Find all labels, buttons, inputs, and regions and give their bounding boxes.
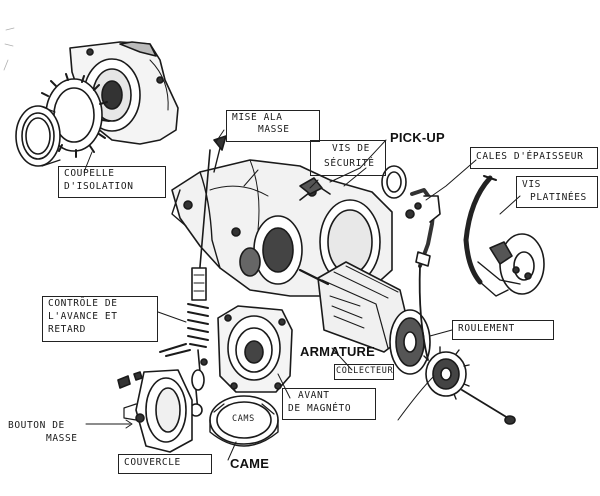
label-mise-a-la-masse-line2: MASSE xyxy=(258,124,290,135)
magneto-body-part xyxy=(171,159,407,297)
label-cales-epaisseur: CALES D'ÉPAISSEUR xyxy=(476,151,584,162)
label-avant-magneto-line1: AVANT xyxy=(298,390,330,401)
label-collecteur: COLLECTEUR xyxy=(336,366,394,376)
label-cams: CAMS xyxy=(232,414,255,424)
label-pick-up: PICK-UP xyxy=(390,130,445,145)
label-came: CAME xyxy=(230,456,270,471)
leader-coupelle xyxy=(83,151,93,173)
cam-ring-part xyxy=(209,395,279,447)
bearing-part xyxy=(423,346,516,425)
label-box-vis-de-securite xyxy=(310,140,386,176)
contact-breaker-part xyxy=(463,175,545,297)
leader-controle xyxy=(157,311,187,323)
advance-control-rod-part xyxy=(187,149,211,417)
label-avant-magneto-line2: DE MAGNÉTO xyxy=(288,403,352,414)
label-mise-a-la-masse-line1: MISE ALA xyxy=(232,112,283,123)
label-coupelle-line2: D'ISOLATION xyxy=(64,181,134,192)
leader-lines xyxy=(215,129,521,461)
label-couvercle: COUVERCLE xyxy=(124,457,181,468)
label-controle-line3: RETARD xyxy=(48,324,86,335)
label-box-collecteur xyxy=(334,364,394,380)
label-vis-platinees-line2: PLATINÉES xyxy=(530,192,587,203)
label-box-avant-magneto xyxy=(282,388,376,420)
label-box-vis-platinees xyxy=(516,176,598,208)
insulation-cup-part xyxy=(15,73,110,167)
label-roulement: ROULEMENT xyxy=(458,323,515,334)
scan-marks xyxy=(3,27,15,71)
label-box-mise-a-la-masse xyxy=(226,110,320,142)
label-armature: ARMATURE xyxy=(300,344,376,359)
label-box-cales-epaisseur xyxy=(470,147,598,169)
label-box-couvercle xyxy=(118,454,212,474)
label-coupelle-line1: COUPELLE xyxy=(64,168,115,179)
label-bouton-line1: BOUTON DE xyxy=(8,420,65,431)
label-controle-line1: CONTRÔLE DE xyxy=(48,298,118,309)
label-bouton-line2: MASSE xyxy=(46,433,78,444)
label-box-coupelle xyxy=(58,166,166,198)
label-controle-line2: L'AVANCE ET xyxy=(48,311,118,322)
armature-part xyxy=(298,261,431,375)
label-box-controle xyxy=(42,296,158,342)
sketch-curve xyxy=(397,375,435,421)
cover-part xyxy=(117,343,193,453)
label-vis-de-securite-line2: SÉCURITÉ xyxy=(324,158,375,169)
label-vis-de-securite-line1: VIS DE xyxy=(332,143,370,154)
pickup-part xyxy=(405,188,441,361)
label-box-roulement xyxy=(452,320,554,340)
label-vis-platinees-line1: VIS xyxy=(522,179,541,190)
magneto-front-part xyxy=(217,305,293,393)
